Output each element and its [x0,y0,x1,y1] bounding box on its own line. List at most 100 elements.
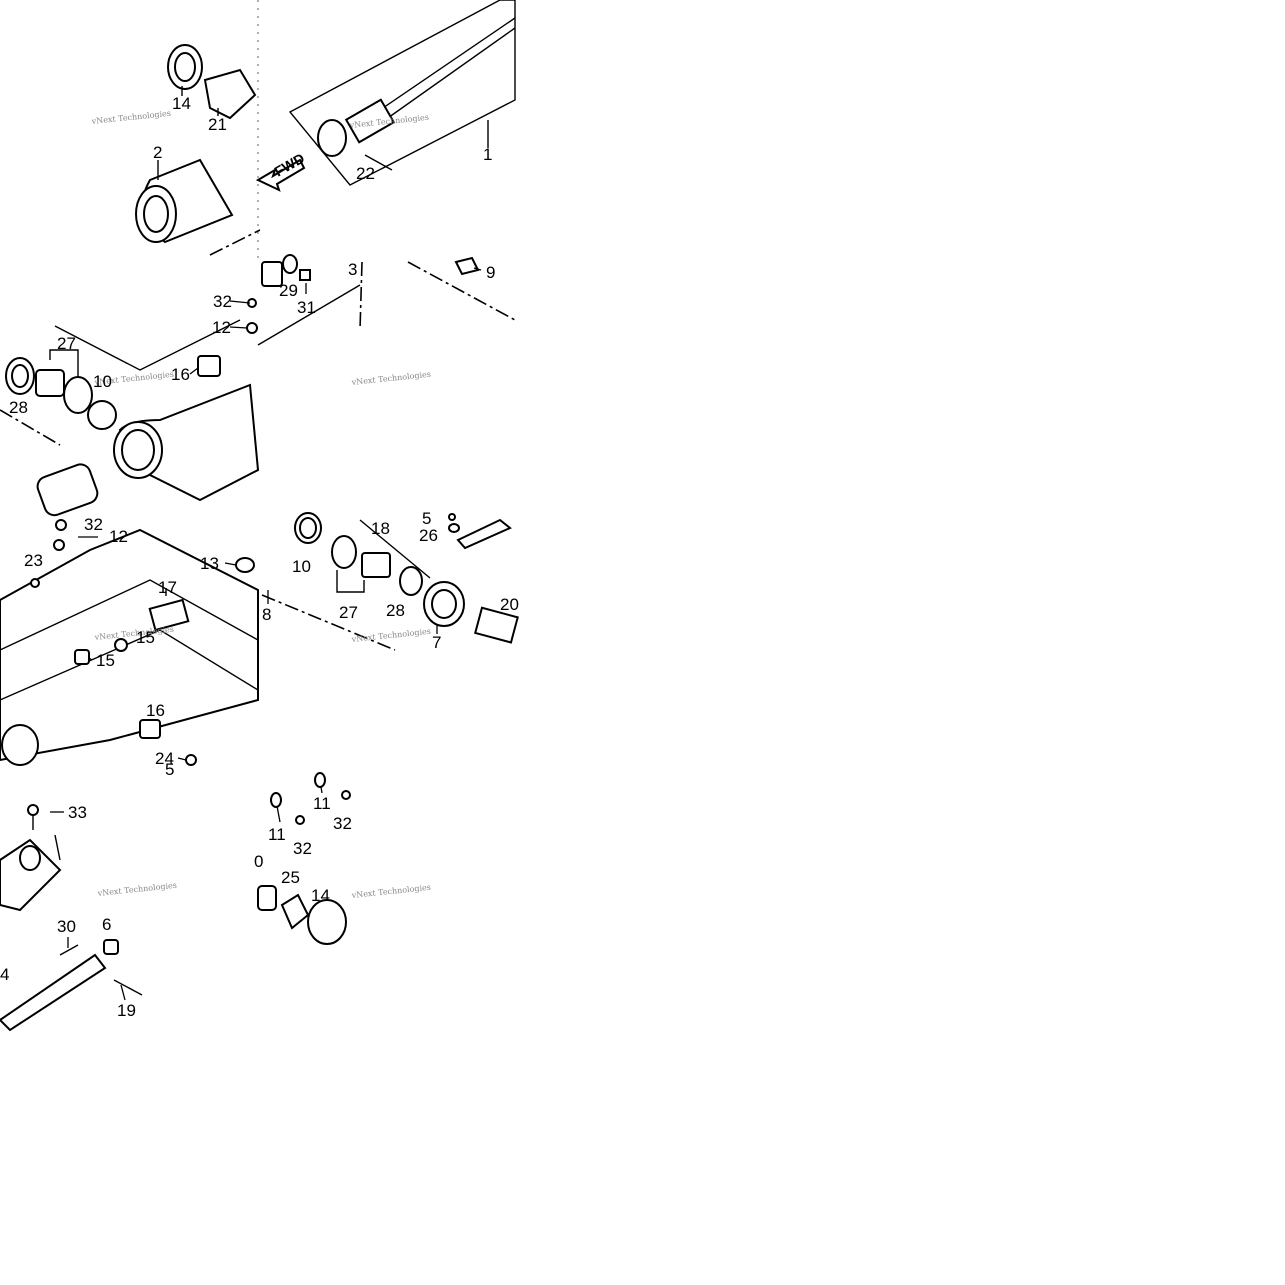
pin-30 [59,944,79,956]
tile-d-finaldrive [261,512,519,651]
watermark: vNext Technologies [350,370,431,387]
lock-ring-25 [280,893,310,930]
tile-b-pivot [0,254,516,517]
decal-17 [148,598,190,632]
tile-a-driveshaft [135,0,516,256]
cap-10 [87,400,117,430]
callout-label: 24 [155,749,174,768]
tile-e-torquelink [0,804,143,1032]
callout-label: 31 [297,298,316,317]
callout-label: 4 [0,965,9,984]
bushing-15a [114,638,128,652]
bolt-32b [55,519,67,531]
clip-12 [246,322,258,334]
bolt-32d [295,815,305,825]
brake-arm [456,518,512,550]
shaft-20 [474,606,519,644]
callout-label: 28 [386,601,405,620]
driveshaft-rod [379,17,516,111]
callout-label: 19 [117,1001,136,1020]
callout-label: 32 [293,839,312,858]
callout-label: 12 [109,527,128,546]
callout-label: 6 [102,915,111,934]
splined-shaft [261,261,283,287]
tile-f-hardware [257,772,351,945]
callout-label: 20 [500,595,519,614]
boot-band-21 [203,68,257,120]
callout-label: 11 [268,825,286,844]
callout-label: 27 [57,334,76,353]
callout-label: 3 [348,260,357,279]
callout-label: 5 [165,760,174,779]
bushing-16 [197,355,221,377]
callout-label: 32 [213,292,232,311]
callout-label: 10 [93,372,112,391]
callout-label: 22 [356,164,375,183]
watermark: vNext Technologies [90,109,171,126]
callout-label: 32 [84,515,103,534]
callout-label: 13 [200,554,219,573]
bearing-27 [35,369,65,397]
pin-31 [299,269,311,281]
o-ring-29 [282,254,298,274]
callout-label: 1 [483,145,492,164]
callout-label: 21 [208,115,227,134]
callout-label: 15 [136,628,155,647]
callout-label: 14 [311,886,330,905]
clip-11b [314,772,326,788]
callout-label: 2 [153,143,162,162]
bolt-19 [113,979,143,996]
cap-14b [307,899,347,945]
shaft-end [257,885,277,911]
callout-label: 10 [292,557,311,576]
bolt-22 [364,154,393,171]
nut-23 [30,578,40,588]
universal-joint [344,98,396,144]
callout-label: 33 [68,803,87,822]
callout-label: 7 [432,633,441,652]
callout-label: 27 [339,603,358,622]
washer-13 [235,557,255,573]
watermark: vNext Technologies [96,881,177,898]
callout-label: 30 [57,917,76,936]
callout-label: 26 [419,526,438,545]
race-27 [63,376,93,414]
swingarm-end [0,838,62,912]
nut-24 [185,754,197,766]
callout-labels: 14 21 2 22 1 3 9 29 31 32 12 27 10 16 28… [0,94,519,1020]
bushing-16b [139,719,161,739]
tile-c-swingarm [0,519,259,766]
callout-label: 0 [254,852,263,871]
fwd-arrow-icon [255,158,306,192]
watermark: vNext Technologies [350,627,431,644]
seal-28b [399,566,423,596]
pivot-shaft [36,463,99,517]
callout-label: 32 [333,814,352,833]
race-27b [331,535,357,569]
callout-label: 23 [24,551,43,570]
callout-label: 14 [172,94,191,113]
watermark: vNext Technologies [350,883,431,900]
callout-label: 16 [171,365,190,384]
callout-label: 25 [281,868,300,887]
universal-joint-yoke [317,119,347,157]
callout-label: 11 [313,794,331,813]
nut-9 [454,256,480,276]
callout-label: 9 [486,263,495,282]
bearing-27b [361,552,391,578]
callout-label: 12 [212,318,231,337]
clip-12b [53,539,65,551]
callout-label: 5 [422,509,431,528]
callout-label: 28 [9,398,28,417]
torque-link-4 [0,953,107,1032]
callout-label: 15 [96,651,115,670]
callout-label: 29 [279,281,298,300]
callout-label: 8 [262,605,271,624]
bushing-15b [74,649,90,665]
leader-lines [50,267,482,1001]
washer-26 [448,523,460,533]
clip-11a [270,792,282,808]
nut-6 [103,939,119,955]
callout-label: 16 [146,701,165,720]
